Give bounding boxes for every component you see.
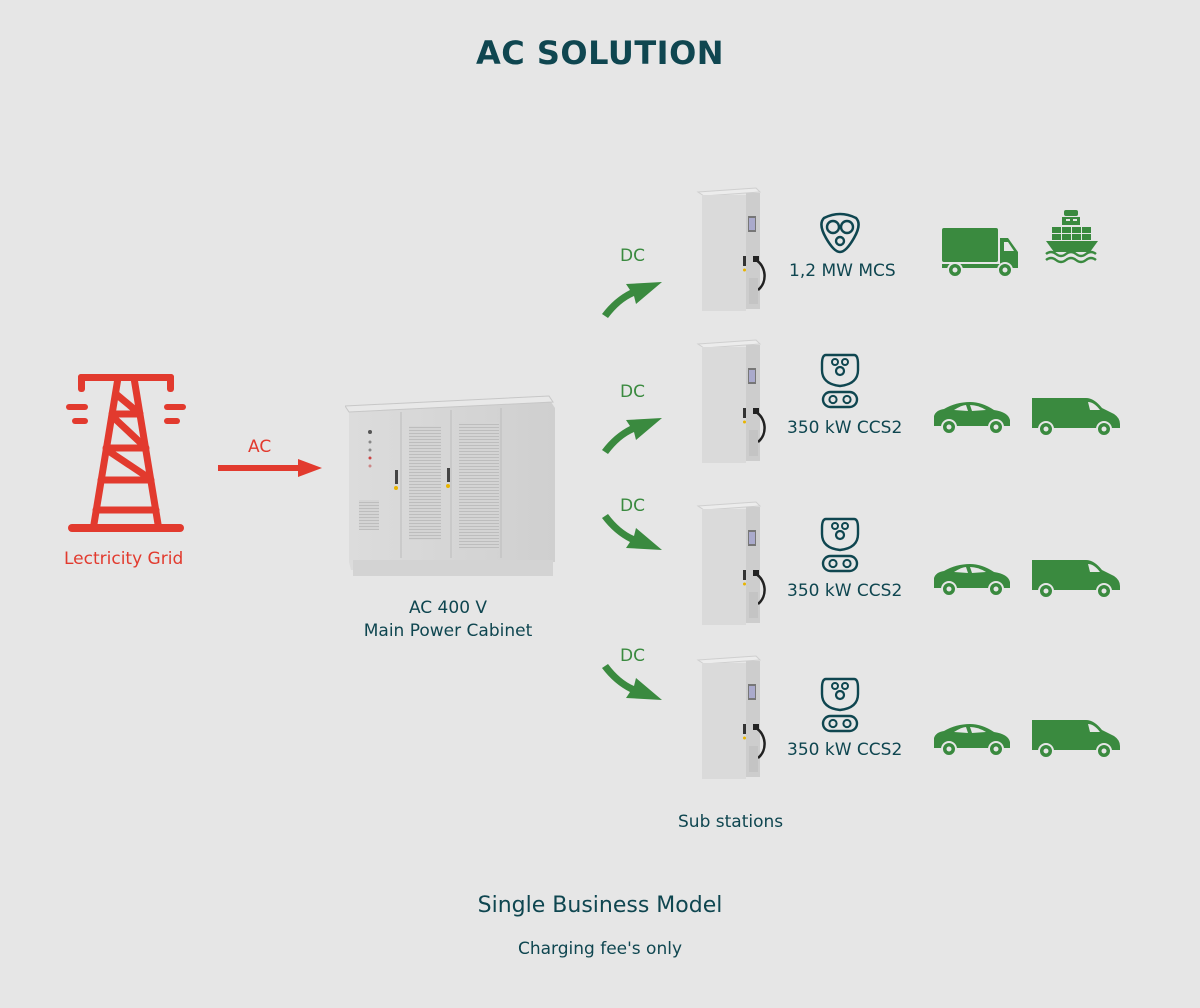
ccs2-connector-icon: [820, 676, 860, 734]
car-icon: [932, 400, 1012, 436]
charger-image: [696, 338, 768, 466]
dc-link-label: DC: [620, 246, 645, 266]
ship-icon: [1042, 208, 1102, 266]
business-model-subheading: Charging fee's only: [517, 939, 683, 959]
power-tower-icon: [64, 374, 188, 536]
business-model-heading: Single Business Model: [477, 893, 723, 918]
car-icon: [932, 722, 1012, 758]
car-icon: [932, 562, 1012, 598]
van-icon: [1030, 396, 1122, 438]
power-cabinet-image: [345, 392, 555, 578]
substations-label: Sub stations: [678, 812, 784, 832]
dc-link-label: DC: [620, 382, 645, 402]
charger-image: [696, 186, 768, 314]
van-icon: [1030, 558, 1122, 600]
cabinet-voltage-label: AC 400 V: [408, 598, 488, 618]
dc-link-label: DC: [620, 496, 645, 516]
curved-arrow-up-icon: [600, 278, 664, 318]
page-title: AC SOLUTION: [475, 34, 725, 72]
connector-label: 1,2 MW MCS: [789, 261, 896, 281]
ac-link-label: AC: [248, 437, 272, 457]
truck-icon: [942, 228, 1020, 278]
ccs2-connector-icon: [820, 352, 860, 410]
van-icon: [1030, 718, 1122, 760]
cabinet-name-label: Main Power Cabinet: [363, 621, 533, 641]
curved-arrow-down-icon: [600, 664, 664, 704]
curved-arrow-up-icon: [600, 414, 664, 454]
connector-label: 350 kW CCS2: [787, 418, 903, 438]
ccs2-connector-icon: [820, 516, 860, 574]
grid-label: Lectricity Grid: [64, 549, 184, 569]
arrow-right-icon: [218, 458, 324, 478]
curved-arrow-down-icon: [600, 514, 664, 554]
charger-image: [696, 500, 768, 628]
charger-image: [696, 654, 768, 782]
connector-label: 350 kW CCS2: [787, 581, 903, 601]
connector-label: 350 kW CCS2: [787, 740, 903, 760]
mcs-connector-icon: [818, 212, 862, 256]
dc-link-label: DC: [620, 646, 645, 666]
